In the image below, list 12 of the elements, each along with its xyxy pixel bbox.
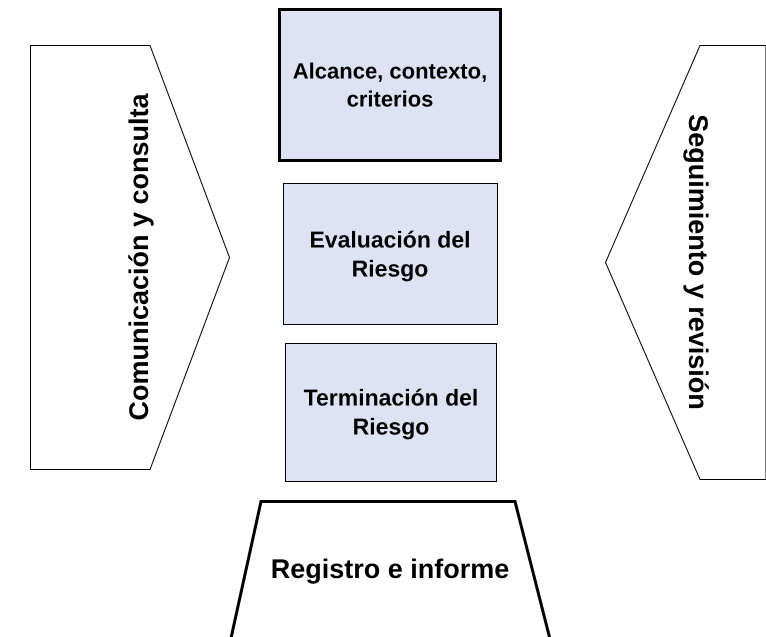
node-label: Alcance, contexto, criterios [292,58,488,112]
process-box [278,8,502,162]
node-label: Registro e informe [270,553,510,586]
node-label: Evaluación del Riesgo [308,225,472,283]
process-box [283,183,498,325]
node-label: Terminación del Riesgo [302,383,480,441]
node-label: Comunicación y consulta [123,92,156,422]
trapezoid-box [228,500,553,637]
pentagon-arrow [605,45,766,480]
process-box [285,343,497,482]
node-label: Seguimiento y revisión [682,113,714,412]
pentagon-arrow [30,45,230,470]
